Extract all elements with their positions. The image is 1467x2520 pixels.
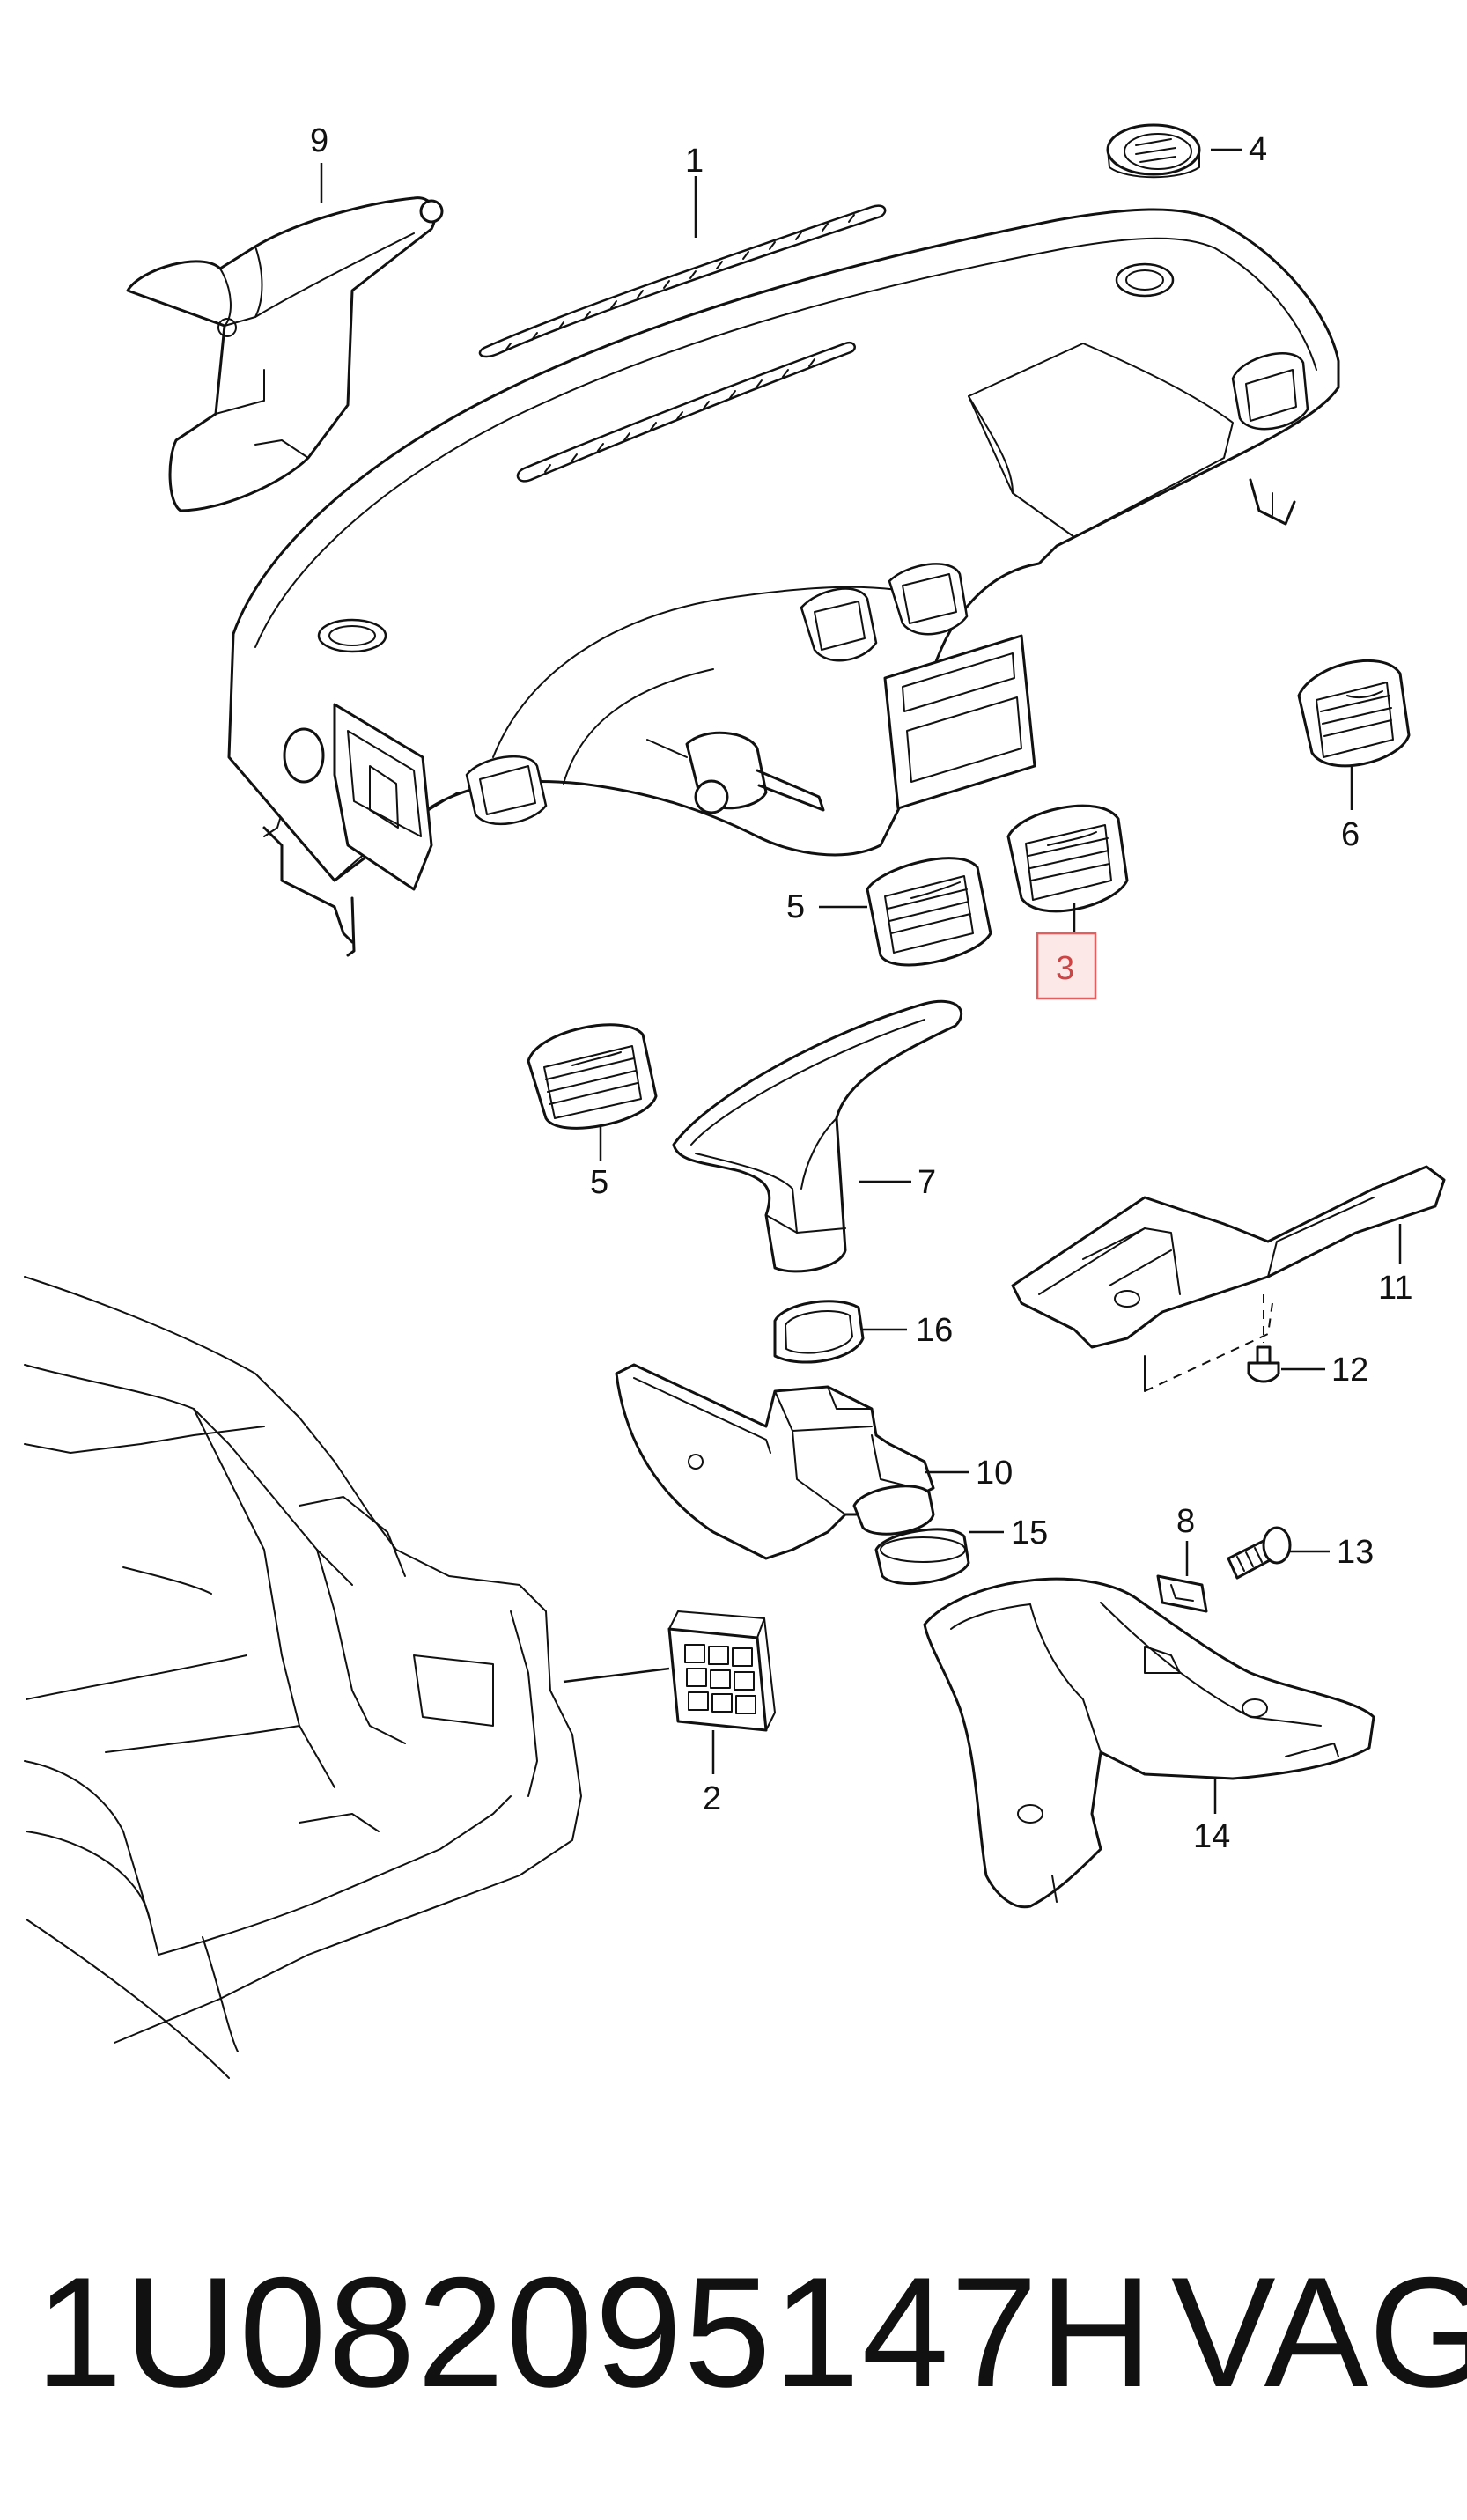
callout-5a: 5 [786,888,805,925]
dashboard [227,204,1340,957]
car-rear-view [24,1276,582,2079]
callout-10: 10 [976,1455,1013,1492]
part-13-bolt [1227,1526,1292,1580]
callout-1: 1 [685,143,704,180]
part-8-clip [1156,1574,1208,1613]
callout-16: 16 [916,1312,953,1349]
part-7-air-duct [672,999,963,1273]
part-2-vent-grille [667,1610,776,1732]
brand-name: VAG [1171,2244,1467,2420]
part-12-screw [1247,1294,1280,1383]
part-6-side-vent [1297,659,1411,768]
callout-leaders [320,148,1402,1814]
callout-2: 2 [703,1780,721,1817]
callout-5b: 5 [590,1164,608,1201]
part-14-large-duct [923,1577,1375,1909]
footer: 1U082095147H VAG [35,2244,1467,2430]
part-5-vent-b [527,1023,658,1130]
callout-8: 8 [1176,1503,1195,1540]
callout-15: 15 [1011,1514,1048,1551]
part-5-vent-a [866,857,992,967]
part-11-bracket [1011,1165,1446,1392]
callout-12: 12 [1331,1352,1368,1389]
callout-11: 11 [1378,1270,1412,1307]
callout-3: 3 [1056,950,1074,987]
part-3-center-vent [1006,804,1129,913]
callout-13: 13 [1337,1534,1374,1571]
callout-9: 9 [310,122,328,159]
part-4-round-vent [1106,123,1201,179]
callout-14: 14 [1193,1818,1230,1855]
part-number: 1U082095147H [35,2244,1155,2420]
callout-6: 6 [1341,816,1360,853]
callout-7: 7 [918,1164,936,1201]
part-15-ring [852,1485,970,1585]
part-9-defrost-duct [126,196,444,512]
part-16-gasket [773,1300,865,1364]
part-10-housing [615,1363,935,1560]
highlight-box-3 [1036,932,1097,1000]
callout-labels: 1 2 3 4 5 5 6 7 8 9 10 11 12 13 14 15 16 [310,122,1412,1855]
callout-4: 4 [1249,131,1267,168]
